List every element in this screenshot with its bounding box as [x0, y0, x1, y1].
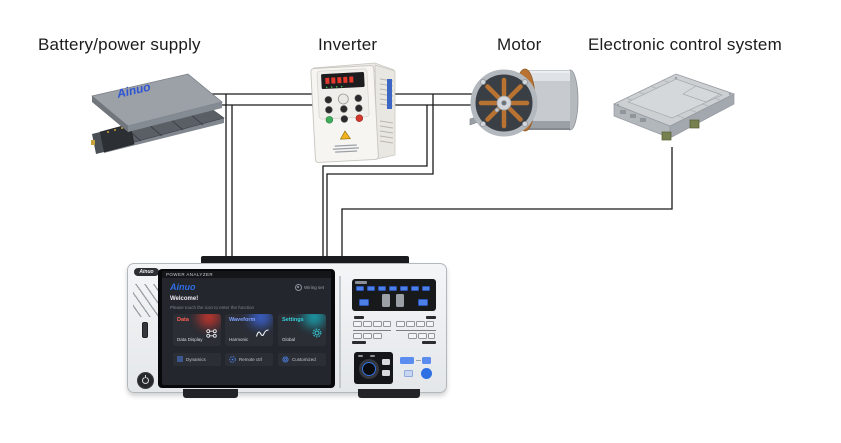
- inverter-stop-button: [355, 114, 364, 122]
- ecu-label: Electronic control system: [588, 35, 782, 54]
- inverter-run-button: [325, 116, 334, 124]
- shortcut-remote-label: Remote ctrl: [239, 357, 263, 362]
- tile-data-title: Data: [177, 317, 189, 323]
- wire-tap-motor-1: [326, 94, 434, 258]
- blue-glow: [241, 314, 273, 330]
- analyzer-foot-right: [358, 389, 420, 398]
- teal-glow: [294, 314, 326, 330]
- key-a6: [363, 333, 372, 339]
- function-key-7: [422, 285, 430, 291]
- key-b4: [426, 321, 434, 327]
- key-b1: [396, 321, 405, 327]
- inverter-label: Inverter: [318, 35, 378, 54]
- wave-icon: [255, 325, 269, 343]
- shortcut-customized: Customized: [278, 353, 326, 366]
- inverter-side-label: [387, 79, 392, 109]
- power-button: [137, 372, 154, 389]
- vent-lines: [133, 284, 159, 317]
- knob-key-2: [382, 370, 390, 376]
- status-text: Wiring set: [303, 285, 324, 290]
- motor-label: Motor: [497, 35, 542, 54]
- inverter-image: [303, 57, 403, 167]
- tile-waveform-item: Harmonic: [229, 337, 249, 342]
- key-a4: [383, 321, 391, 327]
- button-group-right: [395, 316, 437, 344]
- inverter-display: [321, 71, 365, 90]
- key-b6: [418, 333, 427, 339]
- welcome-subtitle: Please touch the icon to enter the funct…: [170, 305, 255, 310]
- key-a1: [353, 321, 362, 327]
- enter-button: [421, 368, 432, 379]
- warning-triangle-icon: [339, 130, 351, 140]
- gear-icon: [312, 325, 322, 343]
- knob-key-1: [382, 359, 390, 365]
- tile-settings-item: Global: [282, 337, 296, 342]
- function-key-2: [367, 285, 375, 291]
- ecu-image: [600, 60, 742, 155]
- button-group-left: [352, 316, 392, 344]
- list-icon: [177, 356, 183, 363]
- shortcut-remote: Remote ctrl: [225, 353, 273, 366]
- key-a7: [373, 333, 382, 339]
- red-glow: [189, 314, 221, 330]
- key-b3: [416, 321, 425, 327]
- screen-status: Wiring set: [294, 284, 324, 291]
- range-indicator-u: [382, 294, 390, 307]
- user-icon: [294, 284, 302, 291]
- key-a2: [363, 321, 372, 327]
- shortcut-customized-label: Customized: [292, 357, 316, 362]
- range-key-left: [359, 299, 369, 306]
- custom-gear-icon: [282, 355, 289, 364]
- function-key-5: [400, 285, 408, 291]
- touchscreen: POWER ANALYZER Ainuo Wiring set Welcome!…: [158, 269, 335, 388]
- wire-tap-motor-2: [322, 105, 428, 258]
- screen-titlebar: POWER ANALYZER: [162, 271, 331, 278]
- inverter-knob: [337, 93, 349, 105]
- wire-ecu: [341, 147, 673, 258]
- function-key-1: [356, 285, 364, 291]
- key-b2: [406, 321, 415, 327]
- tile-data: Data Data Display: [173, 314, 221, 346]
- key-b5: [408, 333, 417, 339]
- welcome-text: Welcome!: [170, 296, 199, 302]
- analyzer-body: Ainuo POWER ANALYZER Ainuo Wiring set We…: [127, 263, 447, 398]
- dial-icon: [229, 355, 236, 364]
- interface-key-2: [422, 357, 431, 364]
- motor-image: [468, 55, 580, 155]
- key-a5: [353, 333, 362, 339]
- range-indicator-i: [396, 294, 404, 307]
- analyzer-top-strip: [201, 256, 409, 265]
- tile-waveform-title: Waveform: [229, 317, 256, 323]
- tile-settings: Settings Global: [278, 314, 326, 346]
- range-key-right: [418, 299, 428, 306]
- analyzer-brand-badge: Ainuo: [134, 268, 159, 276]
- shortcut-dynamics: Dynamics: [173, 353, 221, 366]
- panel-divider: [339, 276, 341, 388]
- function-key-6: [411, 285, 419, 291]
- function-key-panel: [352, 279, 436, 311]
- usb-slot: [142, 322, 148, 338]
- tile-data-item: Data Display: [177, 337, 203, 342]
- power-analyzer: Ainuo POWER ANALYZER Ainuo Wiring set We…: [127, 255, 447, 405]
- key-a3: [373, 321, 382, 327]
- wiring-nodes-icon: [206, 325, 217, 343]
- tile-waveform: Waveform Harmonic: [225, 314, 273, 346]
- shortcut-dynamics-label: Dynamics: [186, 357, 206, 362]
- knob-panel: [354, 352, 393, 384]
- interface-key-1: [400, 357, 414, 364]
- battery-label: Battery/power supply: [38, 35, 201, 54]
- interface-key-3: [404, 370, 413, 377]
- screen-logo: Ainuo: [170, 282, 196, 292]
- rotary-knob: [359, 359, 379, 379]
- tile-settings-title: Settings: [282, 317, 304, 323]
- battery-image: Ainuo: [70, 58, 225, 158]
- key-b7: [428, 333, 435, 339]
- function-key-4: [389, 285, 397, 291]
- analyzer-foot-left: [183, 389, 238, 398]
- function-key-3: [378, 285, 386, 291]
- interface-dash: [416, 360, 421, 361]
